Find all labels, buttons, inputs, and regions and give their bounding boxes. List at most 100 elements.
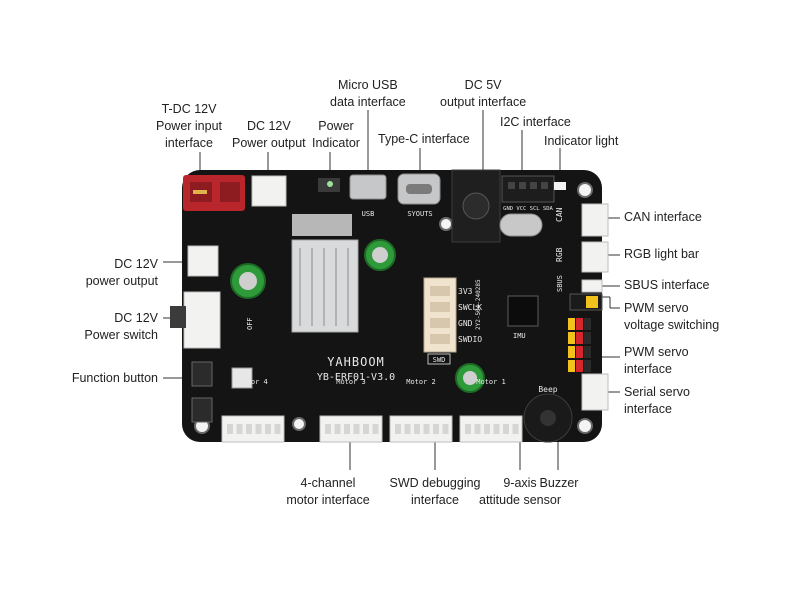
motor-connector-pin: [265, 424, 271, 434]
dc12-output-left-connector: [187, 245, 219, 277]
motor-connector: Motor 3: [319, 378, 383, 443]
motor-connector-pin: [363, 424, 369, 434]
pwm-servo-pin: [576, 346, 583, 358]
tdc-power-input-connector: [183, 175, 245, 211]
motor-connector-pin: [404, 424, 411, 434]
pwm-servo-pin: [568, 332, 575, 344]
motor-silk-label: Motor 4: [238, 378, 268, 386]
motor-connector: Motor 1: [459, 378, 523, 443]
electrolytic-capacitors: [230, 239, 485, 393]
board-model-silk: YB-ERF01-V3.0: [317, 372, 395, 383]
can-connector: [581, 203, 609, 237]
dc12-output-top-connector: [251, 175, 287, 207]
pwm-servo-pin: [584, 332, 591, 344]
rgb-connector: [581, 241, 609, 273]
motor-connector-pin: [423, 424, 430, 434]
swd-connector-slots: [430, 286, 450, 344]
micro-usb-port: [349, 174, 387, 200]
motor-connector-pin: [246, 424, 252, 434]
beep-silk-label: Beep: [538, 385, 557, 394]
indicator-light-led: [554, 182, 566, 190]
motor-connector-pin: [325, 424, 331, 434]
serial-servo-connector: [581, 373, 609, 411]
swd-silk-label: SWD: [433, 356, 446, 364]
motor-connector-pin: [353, 424, 360, 434]
motor-silk-label: Motor 1: [476, 378, 506, 386]
imu-chip: [507, 295, 539, 327]
motor-connectors: Motor 4 Motor 3 Motor 2 Motor 1: [221, 378, 523, 443]
swd-pin-label: 3V3: [458, 287, 473, 296]
pwm-servo-pin-headers: [568, 318, 591, 372]
pwm-servo-pin: [568, 360, 575, 372]
i2c-pin-holes: [508, 182, 548, 189]
callout-i2c: I2C interface: [500, 115, 571, 129]
motor-connector-pin: [372, 424, 379, 434]
swd-pin-label: GND: [458, 319, 473, 328]
sbus-silk-label: SBUS: [556, 275, 564, 292]
pwm-servo-pin: [568, 318, 575, 330]
pwm-servo-pin: [584, 360, 591, 372]
heatsink-fins: [299, 248, 349, 326]
motor-connector-pin: [236, 424, 243, 434]
motor-connector-pin: [484, 424, 490, 434]
yahboom-logo-silk: YAHBOOM: [327, 355, 385, 369]
imu-silk-label: IMU: [513, 332, 526, 340]
typec-silk-label: SYOUTS: [407, 210, 432, 218]
dc12-power-switch: [183, 291, 221, 349]
callout-rgb: RGB light bar: [624, 247, 700, 261]
motor-connector-pin: [395, 424, 401, 434]
motor-connector: Motor 4: [221, 378, 285, 443]
pwm-servo-pin: [568, 346, 575, 358]
motor-connector-pin: [433, 424, 439, 434]
motor-connector: Motor 2: [389, 378, 453, 443]
callout-function-button: Function button: [71, 371, 158, 385]
callout-buzzer: Buzzer: [539, 476, 579, 490]
can-silk-label: CAN: [555, 207, 564, 222]
callout-sbus: SBUS interface: [624, 278, 710, 292]
motor-silk-label: Motor 3: [336, 378, 366, 386]
motor-connector-pin: [474, 424, 481, 434]
rgb-silk-label: RGB: [555, 247, 564, 262]
pwm-servo-pin: [584, 346, 591, 358]
function-buttons: [191, 361, 253, 423]
power-switch-toggle: [170, 306, 186, 328]
motor-connector-pin: [503, 424, 509, 434]
callout-indicator-light: Indicator light: [544, 134, 619, 148]
motor-connector-pin: [274, 424, 281, 434]
pwm-servo-pin: [584, 318, 591, 330]
callout-can: CAN interface: [624, 210, 702, 224]
pwm-servo-pin: [576, 332, 583, 344]
motor-connector-pin: [227, 424, 233, 434]
usb-silk-label: USB: [362, 210, 375, 218]
motor-connector-pin: [512, 424, 519, 434]
motor-connector-pin: [334, 424, 341, 434]
motor-connector-pin: [493, 424, 500, 434]
callout-type-c: Type-C interface: [378, 132, 470, 146]
pwm-servo-pin: [576, 360, 583, 372]
motor-connector-pin: [255, 424, 262, 434]
motor-connector-pin: [465, 424, 471, 434]
motor-connector-pin: [442, 424, 449, 434]
motor-connector-pin: [344, 424, 350, 434]
serial-number-silk: 2Y2-504-240285: [475, 279, 482, 330]
swd-pin-label: SWDIO: [458, 335, 482, 344]
sbus-connector: [581, 279, 603, 293]
swd-pin-label: SWCLK: [458, 303, 482, 312]
motor-silk-label: Motor 2: [406, 378, 436, 386]
pwm-servo-pin: [576, 318, 583, 330]
off-silk-label: OFF: [246, 317, 254, 330]
crystal-oscillator: [499, 213, 543, 237]
